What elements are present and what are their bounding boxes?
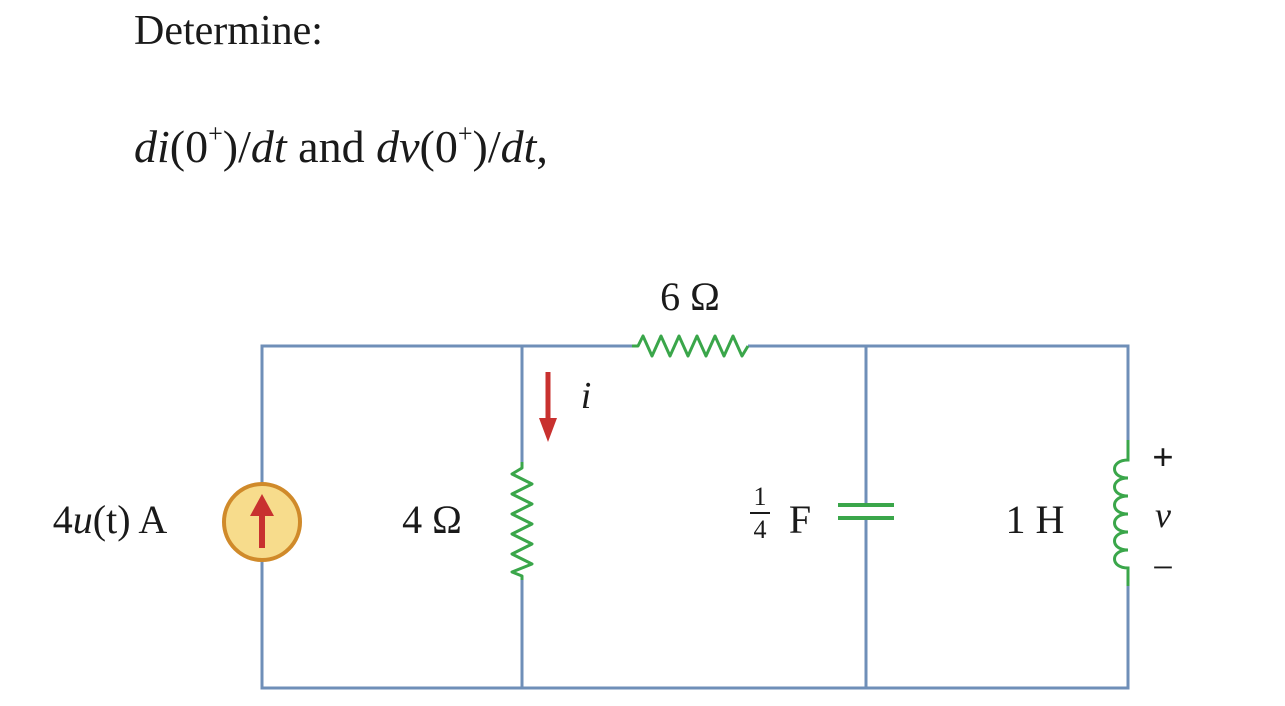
label-voltage-plus: +: [1152, 437, 1174, 479]
problem-title: Determine:: [134, 8, 323, 54]
superscript-plus-2: +: [457, 118, 473, 148]
label-voltage: v: [1155, 495, 1171, 535]
di-term: di: [134, 121, 170, 172]
and-word: and: [286, 121, 377, 172]
superscript-plus-1: +: [208, 118, 223, 148]
label-cap-den: 4: [754, 515, 767, 544]
paren-open-1: (0: [169, 121, 209, 172]
label-cap-num: 1: [754, 482, 767, 511]
label-inductor: 1 H: [1006, 497, 1065, 542]
label-cap-unit: F: [789, 497, 811, 542]
paren-open-2: (0: [419, 121, 458, 172]
dv-term: dv: [376, 121, 420, 172]
label-4ohm: 4 Ω: [402, 497, 462, 542]
dt-term-2: dt: [500, 121, 537, 172]
source-unit: A: [131, 497, 168, 542]
source-arg: (t): [93, 497, 131, 542]
label-voltage-minus: −: [1152, 547, 1173, 589]
wire-outer-left: [260, 344, 1130, 690]
label-6ohm: 6 Ω: [660, 274, 720, 319]
current-source-icon: [222, 482, 302, 562]
dt-term-1: dt: [250, 121, 287, 172]
resistor-6ohm: [632, 334, 750, 358]
current-arrow-icon: [539, 372, 557, 442]
label-current: i: [581, 375, 592, 417]
paren-close-1: )/: [222, 121, 251, 172]
inductor-icon: [1113, 440, 1130, 586]
resistor-4ohm: [510, 462, 534, 580]
source-prefix: 4: [53, 497, 73, 542]
capacitor-icon: [838, 503, 894, 520]
paren-close-2: )/: [472, 121, 501, 172]
wires: [260, 344, 1130, 690]
source-func: u: [73, 497, 93, 542]
problem-question: di(0+)/dt and dv(0+)/dt,: [134, 120, 548, 172]
comma: ,: [536, 121, 548, 172]
label-source: 4u(t) A: [53, 497, 168, 542]
